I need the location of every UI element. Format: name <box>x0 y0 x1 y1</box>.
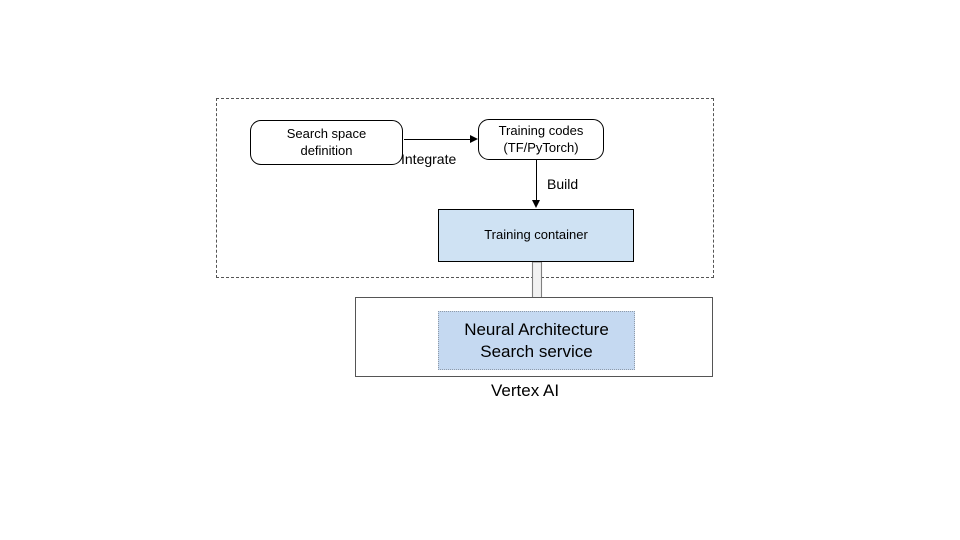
node-training-codes[interactable]: Training codes (TF/PyTorch) <box>478 119 604 160</box>
edge-integrate-label: Integrate <box>401 151 457 167</box>
node-search-space-definition[interactable]: Search space definition <box>250 120 403 165</box>
node-search-space-definition-label: Search space definition <box>286 125 367 158</box>
edge-build-line <box>536 160 537 202</box>
node-neural-architecture-search-service[interactable]: Neural Architecture Search service <box>438 311 635 370</box>
edge-integrate-line <box>404 139 471 140</box>
user-side-dashed-group <box>216 98 714 278</box>
node-training-container[interactable]: Training container <box>438 209 634 262</box>
edge-integrate-arrowhead-icon <box>470 134 478 143</box>
edge-build-arrowhead-icon <box>531 200 540 208</box>
node-neural-architecture-search-service-label: Neural Architecture Search service <box>464 319 609 361</box>
node-training-codes-label: Training codes (TF/PyTorch) <box>498 122 584 155</box>
edge-build-label: Build <box>547 176 579 192</box>
vertex-ai-caption: Vertex AI <box>491 381 560 400</box>
node-training-container-label: Training container <box>484 227 588 243</box>
